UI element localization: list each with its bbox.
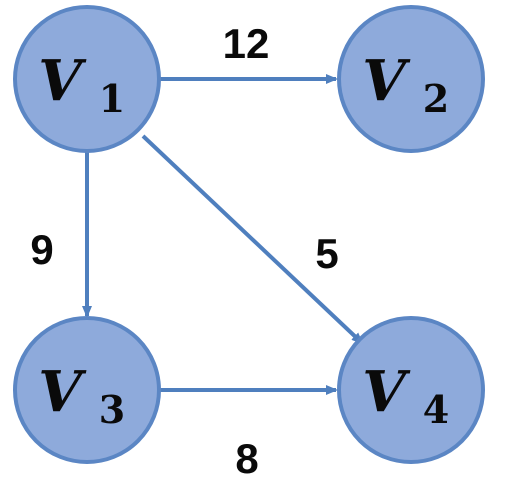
node-v4: V 4 (337, 316, 485, 464)
edge-v1-v4 (141, 134, 364, 345)
node-v2-circle (337, 5, 485, 153)
node-v3-subscript: 3 (99, 387, 125, 432)
node-v2-subscript: 2 (423, 76, 449, 121)
node-v1-circle (13, 5, 161, 153)
node-v3: V 3 (13, 316, 161, 464)
node-v1-subscript: 1 (99, 76, 125, 121)
node-v2-label: V (362, 48, 411, 114)
node-v1-label: V (38, 48, 87, 114)
node-v2: V 2 (337, 5, 485, 153)
edge-weight-v3-v4: 8 (235, 435, 258, 482)
node-v4-circle (337, 316, 485, 464)
node-v1: V 1 (13, 5, 161, 153)
edge-v1-v4-line (141, 134, 364, 345)
node-v4-label: V (362, 359, 411, 425)
node-v4-subscript: 4 (423, 387, 449, 432)
edge-weight-v1-v2: 12 (223, 20, 270, 67)
edge-weight-v1-v4: 5 (315, 230, 338, 277)
node-v3-circle (13, 316, 161, 464)
edge-weight-v1-v3: 9 (30, 226, 53, 273)
node-v3-label: V (38, 359, 87, 425)
